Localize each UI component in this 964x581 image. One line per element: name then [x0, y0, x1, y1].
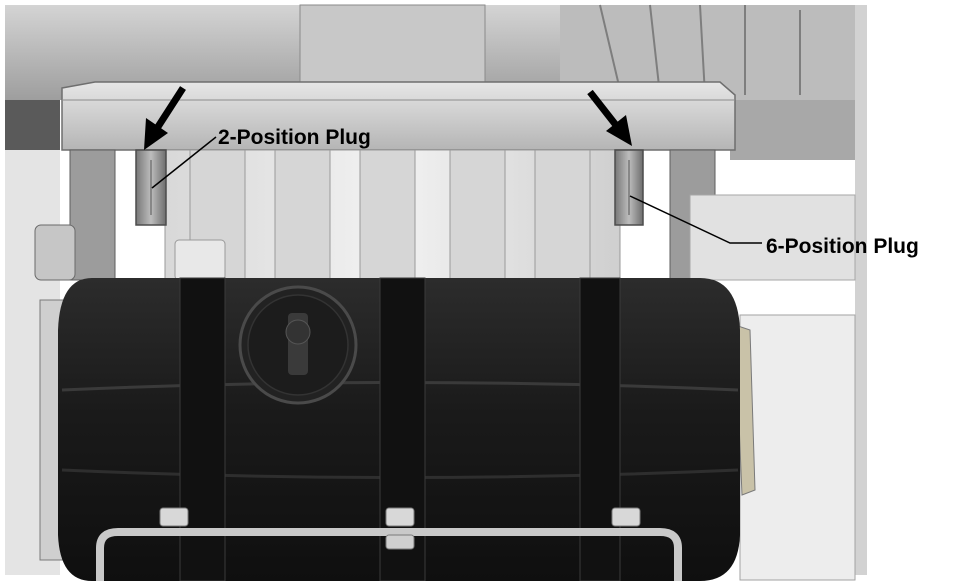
down-right-arrow-icon: [587, 89, 632, 146]
two-position-plug: [135, 149, 167, 226]
leader-line-two-position: [151, 136, 217, 189]
right-side-panel: [734, 314, 856, 581]
leader-line-six-position: [629, 195, 762, 244]
fuel-tank: [58, 277, 740, 581]
down-left-arrow-icon: [144, 86, 186, 150]
six-position-plug-label: 6-Position Plug: [766, 235, 919, 258]
filler-cap: [238, 285, 358, 405]
rail-clips: [159, 507, 641, 550]
two-position-plug-label: 2-Position Plug: [218, 126, 371, 149]
ribbed-panels: [69, 149, 856, 291]
six-position-plug: [614, 149, 644, 226]
